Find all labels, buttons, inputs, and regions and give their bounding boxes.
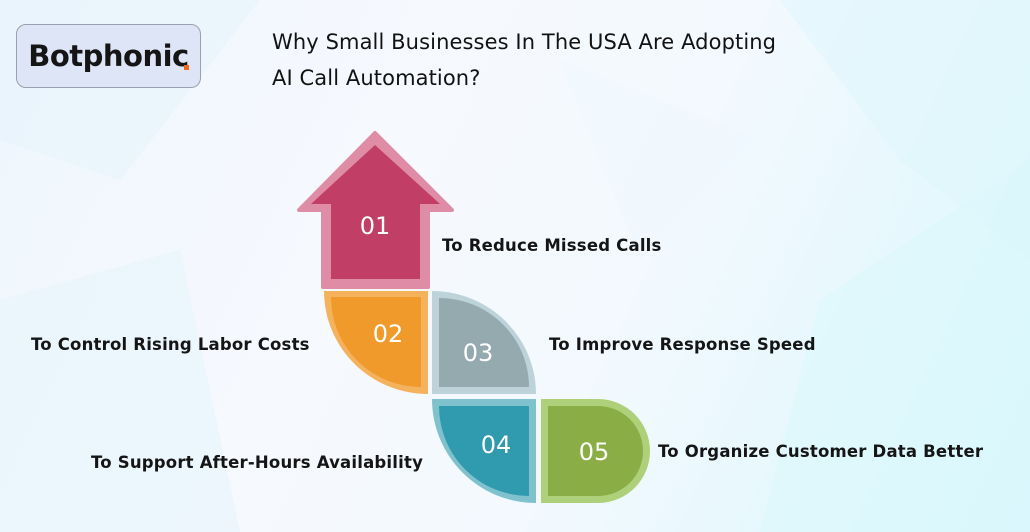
step-04-shape: 04 bbox=[432, 399, 536, 503]
step-03-label: To Improve Response Speed bbox=[549, 335, 816, 354]
title-line-1: Why Small Businesses In The USA Are Adop… bbox=[272, 30, 777, 54]
step-03-shape: 03 bbox=[432, 291, 536, 394]
step-05-shape: 05 bbox=[541, 399, 650, 503]
step-03-number: 03 bbox=[463, 339, 494, 367]
step-02-label: To Control Rising Labor Costs bbox=[31, 335, 310, 354]
step-04-number: 04 bbox=[481, 431, 512, 459]
step-01-arrow: 01 bbox=[297, 131, 454, 289]
logo-text: Botphonic bbox=[28, 39, 189, 73]
step-02-number: 02 bbox=[373, 320, 404, 348]
step-05-number: 05 bbox=[579, 438, 610, 466]
step-01-label: To Reduce Missed Calls bbox=[442, 236, 662, 255]
step-01-number: 01 bbox=[360, 212, 391, 240]
step-05-label: To Organize Customer Data Better bbox=[658, 442, 984, 461]
page-title: Why Small Businesses In The USA Are Adop… bbox=[272, 24, 912, 96]
step-04-label: To Support After-Hours Availability bbox=[91, 453, 424, 472]
logo-accent-dot bbox=[184, 65, 189, 70]
title-line-2: AI Call Automation? bbox=[272, 66, 481, 90]
step-02-shape: 02 bbox=[324, 291, 428, 394]
brand-logo: Botphonic bbox=[16, 24, 201, 88]
